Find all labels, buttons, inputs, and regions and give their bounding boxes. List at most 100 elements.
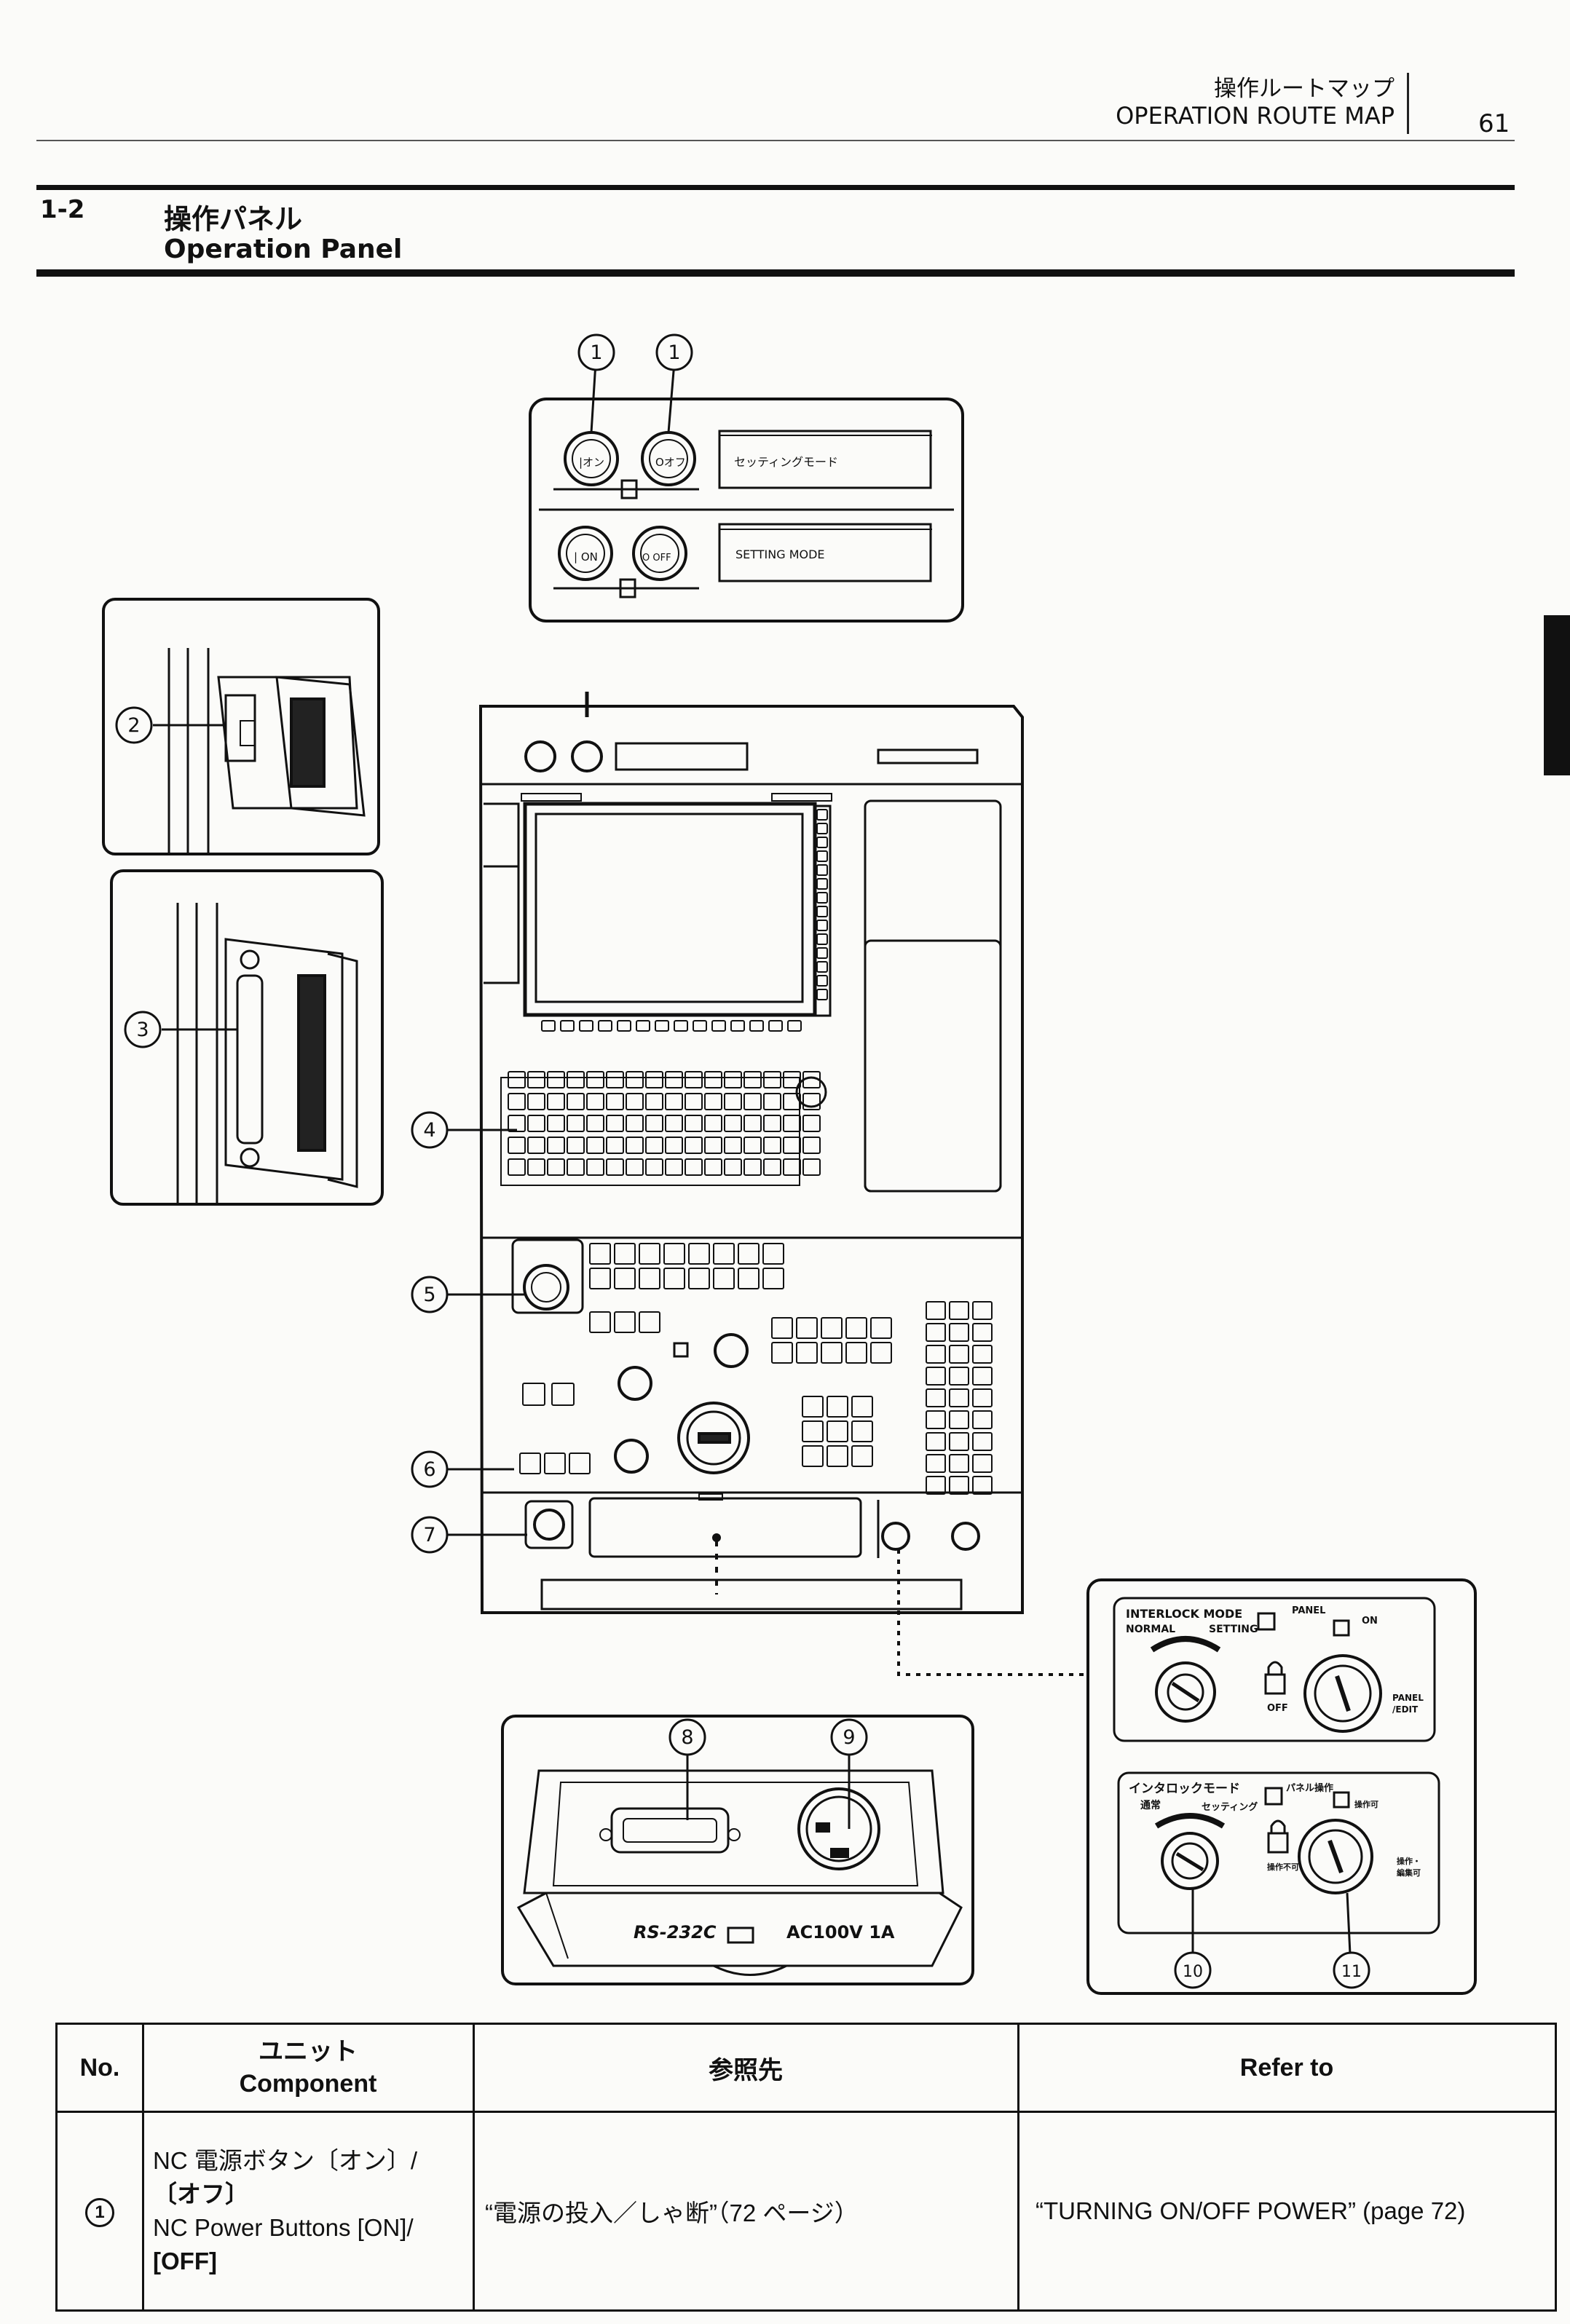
callout-10: 10 xyxy=(1174,1951,1212,1989)
function-key xyxy=(730,1020,745,1032)
keyboard-key xyxy=(763,1158,781,1176)
row-number: 1 xyxy=(85,2197,114,2227)
keyboard-key xyxy=(626,1071,644,1088)
keyboard-key xyxy=(547,1115,565,1132)
keyboard-key xyxy=(743,1158,762,1176)
component-en-line1: NC Power Buttons [ON]/ xyxy=(153,2214,414,2241)
machine-key xyxy=(949,1388,969,1407)
machine-key xyxy=(663,1268,685,1289)
machine-key xyxy=(713,1243,735,1265)
keyboard-key xyxy=(527,1158,545,1176)
machine-key xyxy=(949,1410,969,1429)
interlock-panel-en: PANEL xyxy=(1292,1605,1325,1616)
keyboard-key xyxy=(743,1115,762,1132)
svg-text:9: 9 xyxy=(843,1726,855,1749)
machine-key xyxy=(519,1452,541,1474)
keyboard-key xyxy=(763,1093,781,1110)
keyboard-key xyxy=(606,1093,624,1110)
machine-key xyxy=(827,1445,848,1467)
io-connector-box xyxy=(501,1715,974,1985)
keyboard-key xyxy=(802,1158,821,1176)
svg-text:4: 4 xyxy=(423,1119,435,1142)
machine-key xyxy=(845,1317,867,1339)
machine-key xyxy=(589,1311,611,1333)
op-edit-jp-2: 編集可 xyxy=(1397,1868,1421,1878)
machine-key xyxy=(870,1342,892,1364)
function-key xyxy=(787,1020,802,1032)
keyboard-key xyxy=(685,1115,703,1132)
interlock-setting-jp: セッティング xyxy=(1202,1801,1258,1813)
keyboard-key xyxy=(704,1137,722,1154)
interlock-op-ok-jp: 操作可 xyxy=(1354,1799,1378,1809)
keyboard-key xyxy=(508,1158,526,1176)
keyboard-key xyxy=(763,1115,781,1132)
keyboard-key xyxy=(802,1071,821,1088)
keyboard-key xyxy=(763,1071,781,1088)
svg-text:6: 6 xyxy=(423,1458,435,1481)
keyboard-key xyxy=(527,1115,545,1132)
callout-3: 3 xyxy=(124,1011,162,1048)
keyboard-key xyxy=(704,1071,722,1088)
machine-key xyxy=(926,1454,946,1473)
keyboard-key xyxy=(547,1093,565,1110)
machine-key xyxy=(614,1243,636,1265)
function-key xyxy=(579,1020,593,1032)
keyboard-key xyxy=(724,1115,742,1132)
keyboard-key xyxy=(783,1137,801,1154)
interlock-op-ng-jp: 操作不可 xyxy=(1267,1862,1299,1872)
keyboard-key xyxy=(606,1158,624,1176)
connector-inset xyxy=(110,869,384,1206)
ac-power-label: AC100V 1A xyxy=(786,1922,895,1942)
machine-key xyxy=(949,1301,969,1320)
machine-key xyxy=(639,1243,660,1265)
machine-key xyxy=(802,1445,824,1467)
keyboard-key xyxy=(665,1071,683,1088)
callout-9: 9 xyxy=(830,1718,868,1756)
section-title-jp: 操作パネル xyxy=(164,203,303,235)
machine-key xyxy=(926,1345,946,1364)
keyboard-key xyxy=(645,1158,663,1176)
function-key xyxy=(768,1020,783,1032)
keyboard-key xyxy=(645,1115,663,1132)
machine-key xyxy=(713,1268,735,1289)
keyboard-key xyxy=(685,1158,703,1176)
softkey xyxy=(816,850,828,862)
header-component: ユニット Component xyxy=(142,2023,475,2113)
keyboard-key xyxy=(567,1115,585,1132)
machine-key xyxy=(771,1317,793,1339)
keyboard-key xyxy=(802,1137,821,1154)
refer-en-cell: “TURNING ON/OFF POWER” (page 72) xyxy=(1017,2111,1557,2312)
keyboard-key xyxy=(685,1071,703,1088)
machine-key xyxy=(551,1383,575,1406)
component-en-line2: [OFF] xyxy=(153,2248,217,2274)
on-label-jp: |オン xyxy=(579,456,604,469)
machine-key xyxy=(802,1420,824,1442)
function-key xyxy=(693,1020,707,1032)
function-key xyxy=(749,1020,764,1032)
component-cell: NC 電源ボタン〔オン〕/ 〔オフ〕 NC Power Buttons [ON]… xyxy=(142,2111,475,2312)
section-rule-bottom xyxy=(36,269,1515,277)
machine-key xyxy=(802,1396,824,1418)
softkey xyxy=(816,892,828,904)
keyboard-key xyxy=(606,1071,624,1088)
keyboard-key xyxy=(743,1137,762,1154)
function-key xyxy=(674,1020,688,1032)
keyboard-key xyxy=(606,1115,624,1132)
machine-key xyxy=(972,1388,993,1407)
machine-key xyxy=(972,1323,993,1342)
function-key xyxy=(636,1020,650,1032)
keyboard-key xyxy=(586,1158,604,1176)
keyboard-key xyxy=(626,1093,644,1110)
callout-11: 11 xyxy=(1333,1951,1370,1989)
header-title-jp: 操作ルートマップ xyxy=(1214,76,1395,102)
softkey xyxy=(816,947,828,959)
function-key xyxy=(711,1020,726,1032)
softkey xyxy=(816,933,828,945)
panel-edit-en-1: PANEL xyxy=(1392,1693,1424,1703)
machine-key xyxy=(972,1410,993,1429)
machine-key xyxy=(851,1420,873,1442)
keyboard-key xyxy=(802,1115,821,1132)
machine-key xyxy=(949,1432,969,1451)
machine-key xyxy=(827,1396,848,1418)
